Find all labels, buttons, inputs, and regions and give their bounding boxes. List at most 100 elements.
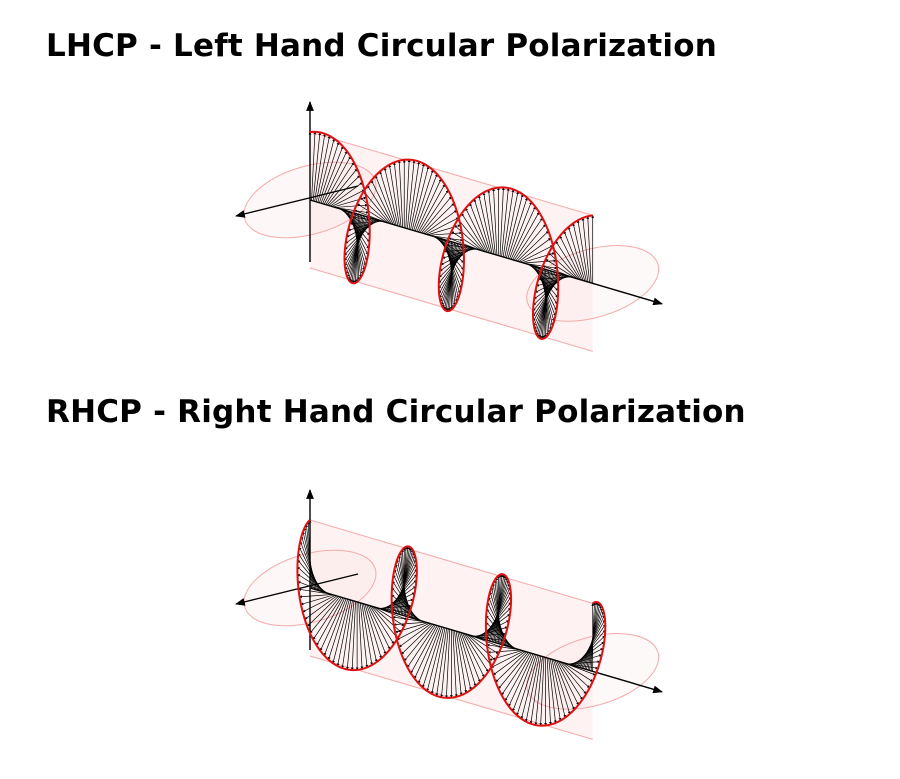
rhcp-field-vector [361,603,373,666]
lhcp-field-vector [344,217,372,266]
rhcp-field-vector [350,601,356,671]
rhcp-field-vector [302,595,336,613]
lhcp-field-vector [440,244,463,303]
lhcp-field-vector [356,203,388,223]
lhcp-field-vector [443,248,477,253]
rhcp-field-vector [539,657,545,726]
lhcp-field-vector [534,272,557,330]
lhcp-field-vector [351,215,384,223]
lhcp-field-vector [418,184,446,233]
lhcp-field-vector [445,243,479,250]
rhcp-field-vector [399,551,408,617]
rhcp-field-vector [364,604,382,659]
rhcp-field-vector [493,651,526,676]
lhcp-field-vector [345,217,369,275]
rhcp-field-vector [487,649,521,654]
rhcp-field-vector [358,602,364,670]
lhcp-field-vector [548,252,578,280]
rhcp-field-vector [316,597,344,646]
lhcp-field-vector [379,171,397,226]
lhcp-field-vector [416,178,442,232]
rhcp-field-vector [465,633,493,667]
rhcp-field-vector [299,594,333,599]
rhcp-field-vector [392,615,425,623]
rhcp-field-vector [306,596,339,627]
rhcp-field-vector [549,658,562,721]
lhcp-field-vector [457,218,485,252]
lhcp-field-vector [424,210,457,235]
lhcp-field-vector [563,230,584,281]
rhcp-field-vector [309,596,341,634]
lhcp-field-vector [408,161,421,230]
rhcp-field-vector [516,654,537,716]
rhcp-field-vector [403,624,435,662]
rhcp-field-vector [493,579,502,645]
rhcp-field-vector [457,631,472,691]
lhcp-field-vector [545,259,576,279]
rhcp-field-vector [393,621,427,626]
rhcp-field-vector [525,655,540,722]
lhcp-field-vector [371,180,394,225]
lhcp-field-vector [430,235,464,242]
lhcp-field-vector [499,187,505,257]
rhcp-field-vector [398,623,432,648]
lhcp-field-vector [405,159,411,229]
rhcp-field-vector [391,601,422,622]
lhcp-field-vector [345,217,371,271]
rhcp-field-vector [564,662,596,676]
rhcp-field-vector [410,625,438,674]
lhcp-field-vector [314,133,326,202]
lhcp-field-vector [320,146,344,204]
lhcp-field-vector [410,163,425,230]
rhcp-field-vector [554,660,575,710]
lhcp-field-vector [469,203,490,253]
lhcp-field-vector [473,198,491,254]
lhcp-field-vector [518,237,552,262]
rhcp-field-vector [546,657,552,725]
lhcp-field-vector [438,246,468,289]
rhcp-field-vector [414,625,440,679]
lhcp-field-vector [487,189,496,255]
rhcp-field-vector [391,594,421,621]
rhcp-field-vector [305,524,314,589]
lhcp-field-vector [422,203,455,234]
lhcp-field-vector [451,231,482,251]
lhcp-field-vector [439,245,465,299]
rhcp-field-vector [454,630,463,696]
lhcp-field-vector [525,263,558,270]
lhcp-field-vector [323,156,351,205]
rhcp-field-vector [336,599,352,667]
lhcp-horizontal-axis [235,185,359,218]
rhcp-field-vector [452,630,458,698]
lhcp-field-vector [315,135,331,202]
rhcp-field-vector [359,602,369,668]
lhcp-field-vector [559,235,583,281]
lhcp-field-vector [419,189,449,233]
lhcp-field-vector [442,248,476,259]
rhcp-field-vector [304,595,337,620]
title-rhcp: RHCP - Right Hand Circular Polarization [46,394,746,430]
rhcp-field-vector [556,660,579,706]
rhcp-field-vector [551,659,566,718]
lhcp-field-vector [344,218,374,262]
lhcp-field-vector [349,220,383,225]
rhcp-field-vector [363,603,378,663]
rhcp-field-vector [466,634,496,661]
rhcp-field-vector [440,628,449,698]
lhcp-field-vector [426,217,459,235]
lhcp-field-vector [504,191,519,258]
lhcp-field-vector [509,201,532,259]
rhcp-field-vector [489,650,523,661]
rhcp-field-vector [557,661,583,700]
rhcp-field-vector [445,629,451,699]
rhcp-field-vector [553,659,571,715]
rhcp-helix [296,519,607,727]
rhcp-field-vector [498,652,529,689]
lhcp-field-vector [397,160,404,228]
rhcp-field-vector [300,594,334,606]
lhcp-field-vector [551,246,579,280]
lhcp-field-vector [429,231,463,236]
rhcp-field-vector [396,622,430,641]
lhcp-field-vector [312,132,322,201]
